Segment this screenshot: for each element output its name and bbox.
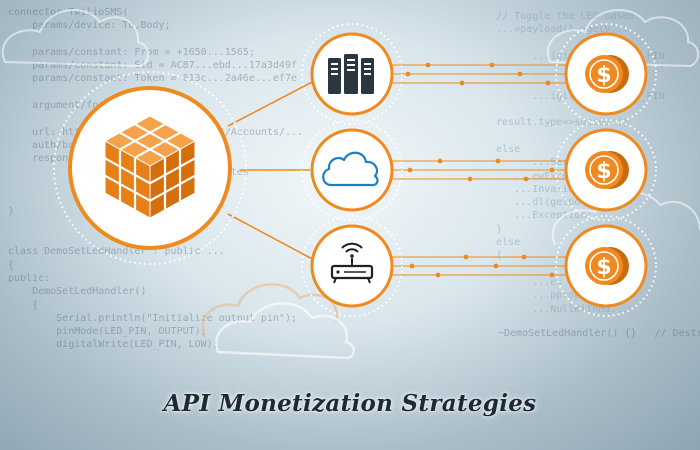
page-title: API Monetization Strategies	[163, 390, 537, 417]
dollar-coin-icon: $	[585, 247, 629, 285]
cloud-icon	[322, 151, 379, 187]
dotted-rings	[53, 23, 657, 317]
source-node-cloud	[310, 128, 394, 212]
svg-text:$: $	[596, 255, 611, 280]
server-rack-icon	[328, 54, 374, 94]
revenue-node-3: $	[564, 224, 648, 308]
source-node-server	[310, 32, 394, 116]
dollar-coin-icon: $	[585, 55, 629, 93]
background-code-bottom: ~DemoSetLedHandler() {} // Destruct	[498, 328, 700, 339]
wifi-router-icon	[330, 242, 374, 284]
revenue-node-2: $	[564, 128, 648, 212]
channel-dots	[405, 62, 555, 278]
background-cloud-bottom-white	[215, 302, 355, 360]
source-node-router	[310, 224, 394, 308]
background-cloud-top-right	[546, 8, 699, 68]
hub-node	[68, 86, 232, 250]
cube-grid-icon	[103, 115, 197, 219]
svg-text:$: $	[596, 63, 611, 88]
revenue-node-1: $	[564, 32, 648, 116]
hub-connectors	[227, 79, 319, 263]
svg-text:$: $	[596, 159, 611, 184]
dollar-coin-icon: $	[585, 151, 629, 189]
background-cloud-top-left	[1, 8, 149, 68]
revenue-channels	[392, 64, 570, 276]
